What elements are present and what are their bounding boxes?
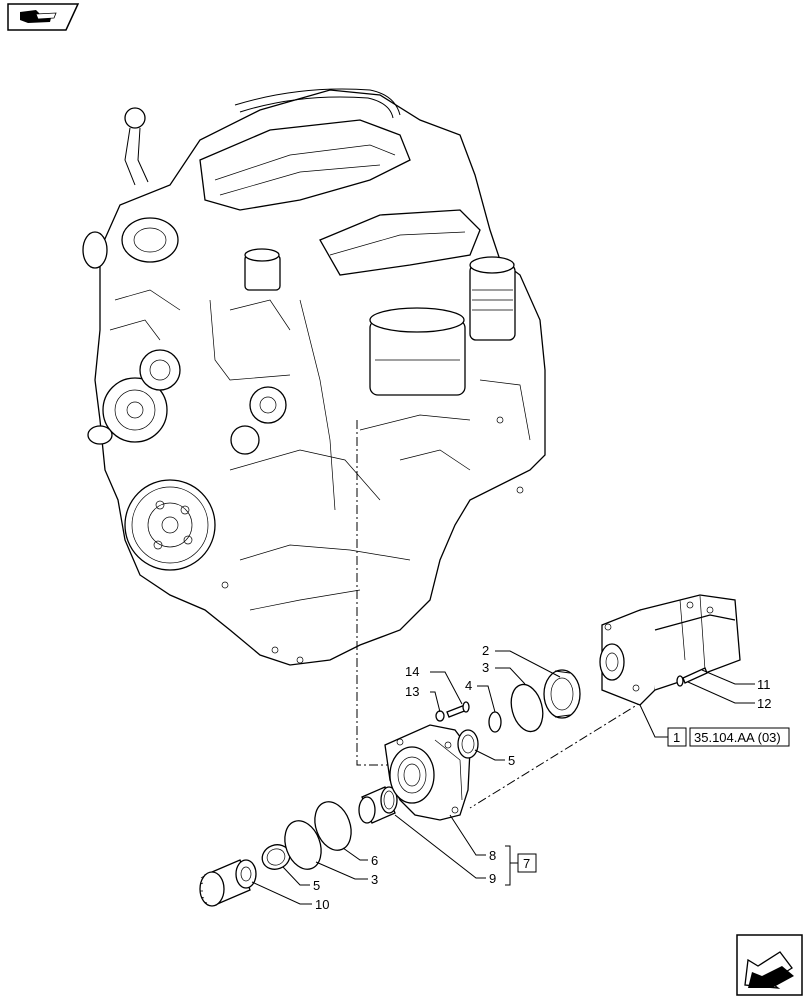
callout-12: 12 bbox=[757, 696, 771, 711]
callout-10: 10 bbox=[315, 897, 329, 912]
seal-part bbox=[543, 669, 581, 719]
callout-14: 14 bbox=[405, 664, 419, 679]
callout-2: 2 bbox=[482, 643, 489, 658]
hydraulic-pump bbox=[599, 594, 741, 706]
leader-lines bbox=[251, 650, 755, 905]
bushing-part bbox=[358, 786, 398, 824]
snap-ring-4 bbox=[488, 711, 502, 733]
ref-box-1-number: 1 bbox=[673, 730, 680, 745]
book-navigation-icon[interactable] bbox=[7, 3, 80, 31]
callout-5-lower: 5 bbox=[313, 878, 320, 893]
ref-box-7[interactable]: 7 bbox=[517, 853, 537, 873]
callout-3-lower: 3 bbox=[371, 872, 378, 887]
ref-box-7-number: 7 bbox=[523, 856, 530, 871]
ref-link-35-104-aa[interactable]: 35.104.AA (03) bbox=[689, 727, 790, 747]
callout-8: 8 bbox=[489, 848, 496, 863]
callout-6: 6 bbox=[371, 853, 378, 868]
o-ring-lower bbox=[284, 820, 322, 870]
ref-box-1[interactable]: 1 bbox=[667, 727, 687, 747]
callout-5-upper: 5 bbox=[508, 753, 515, 768]
adapter-housing bbox=[384, 724, 471, 821]
callout-9: 9 bbox=[489, 871, 496, 886]
gear-part bbox=[199, 859, 257, 907]
o-ring-upper bbox=[510, 683, 544, 733]
callout-4: 4 bbox=[465, 678, 472, 693]
exploded-view-arrow-icon[interactable] bbox=[736, 934, 803, 996]
engine-illustration bbox=[82, 88, 546, 666]
o-ring-6 bbox=[314, 801, 352, 851]
bolt-part bbox=[435, 701, 470, 722]
callout-3-upper: 3 bbox=[482, 660, 489, 675]
callout-labels: 2 3 4 5 14 13 11 12 6 3 5 10 8 9 bbox=[313, 643, 771, 912]
callout-11: 11 bbox=[757, 677, 771, 692]
ref-link-text: 35.104.AA (03) bbox=[694, 730, 781, 745]
callout-13: 13 bbox=[405, 684, 419, 699]
snap-ring-upper bbox=[457, 729, 479, 759]
